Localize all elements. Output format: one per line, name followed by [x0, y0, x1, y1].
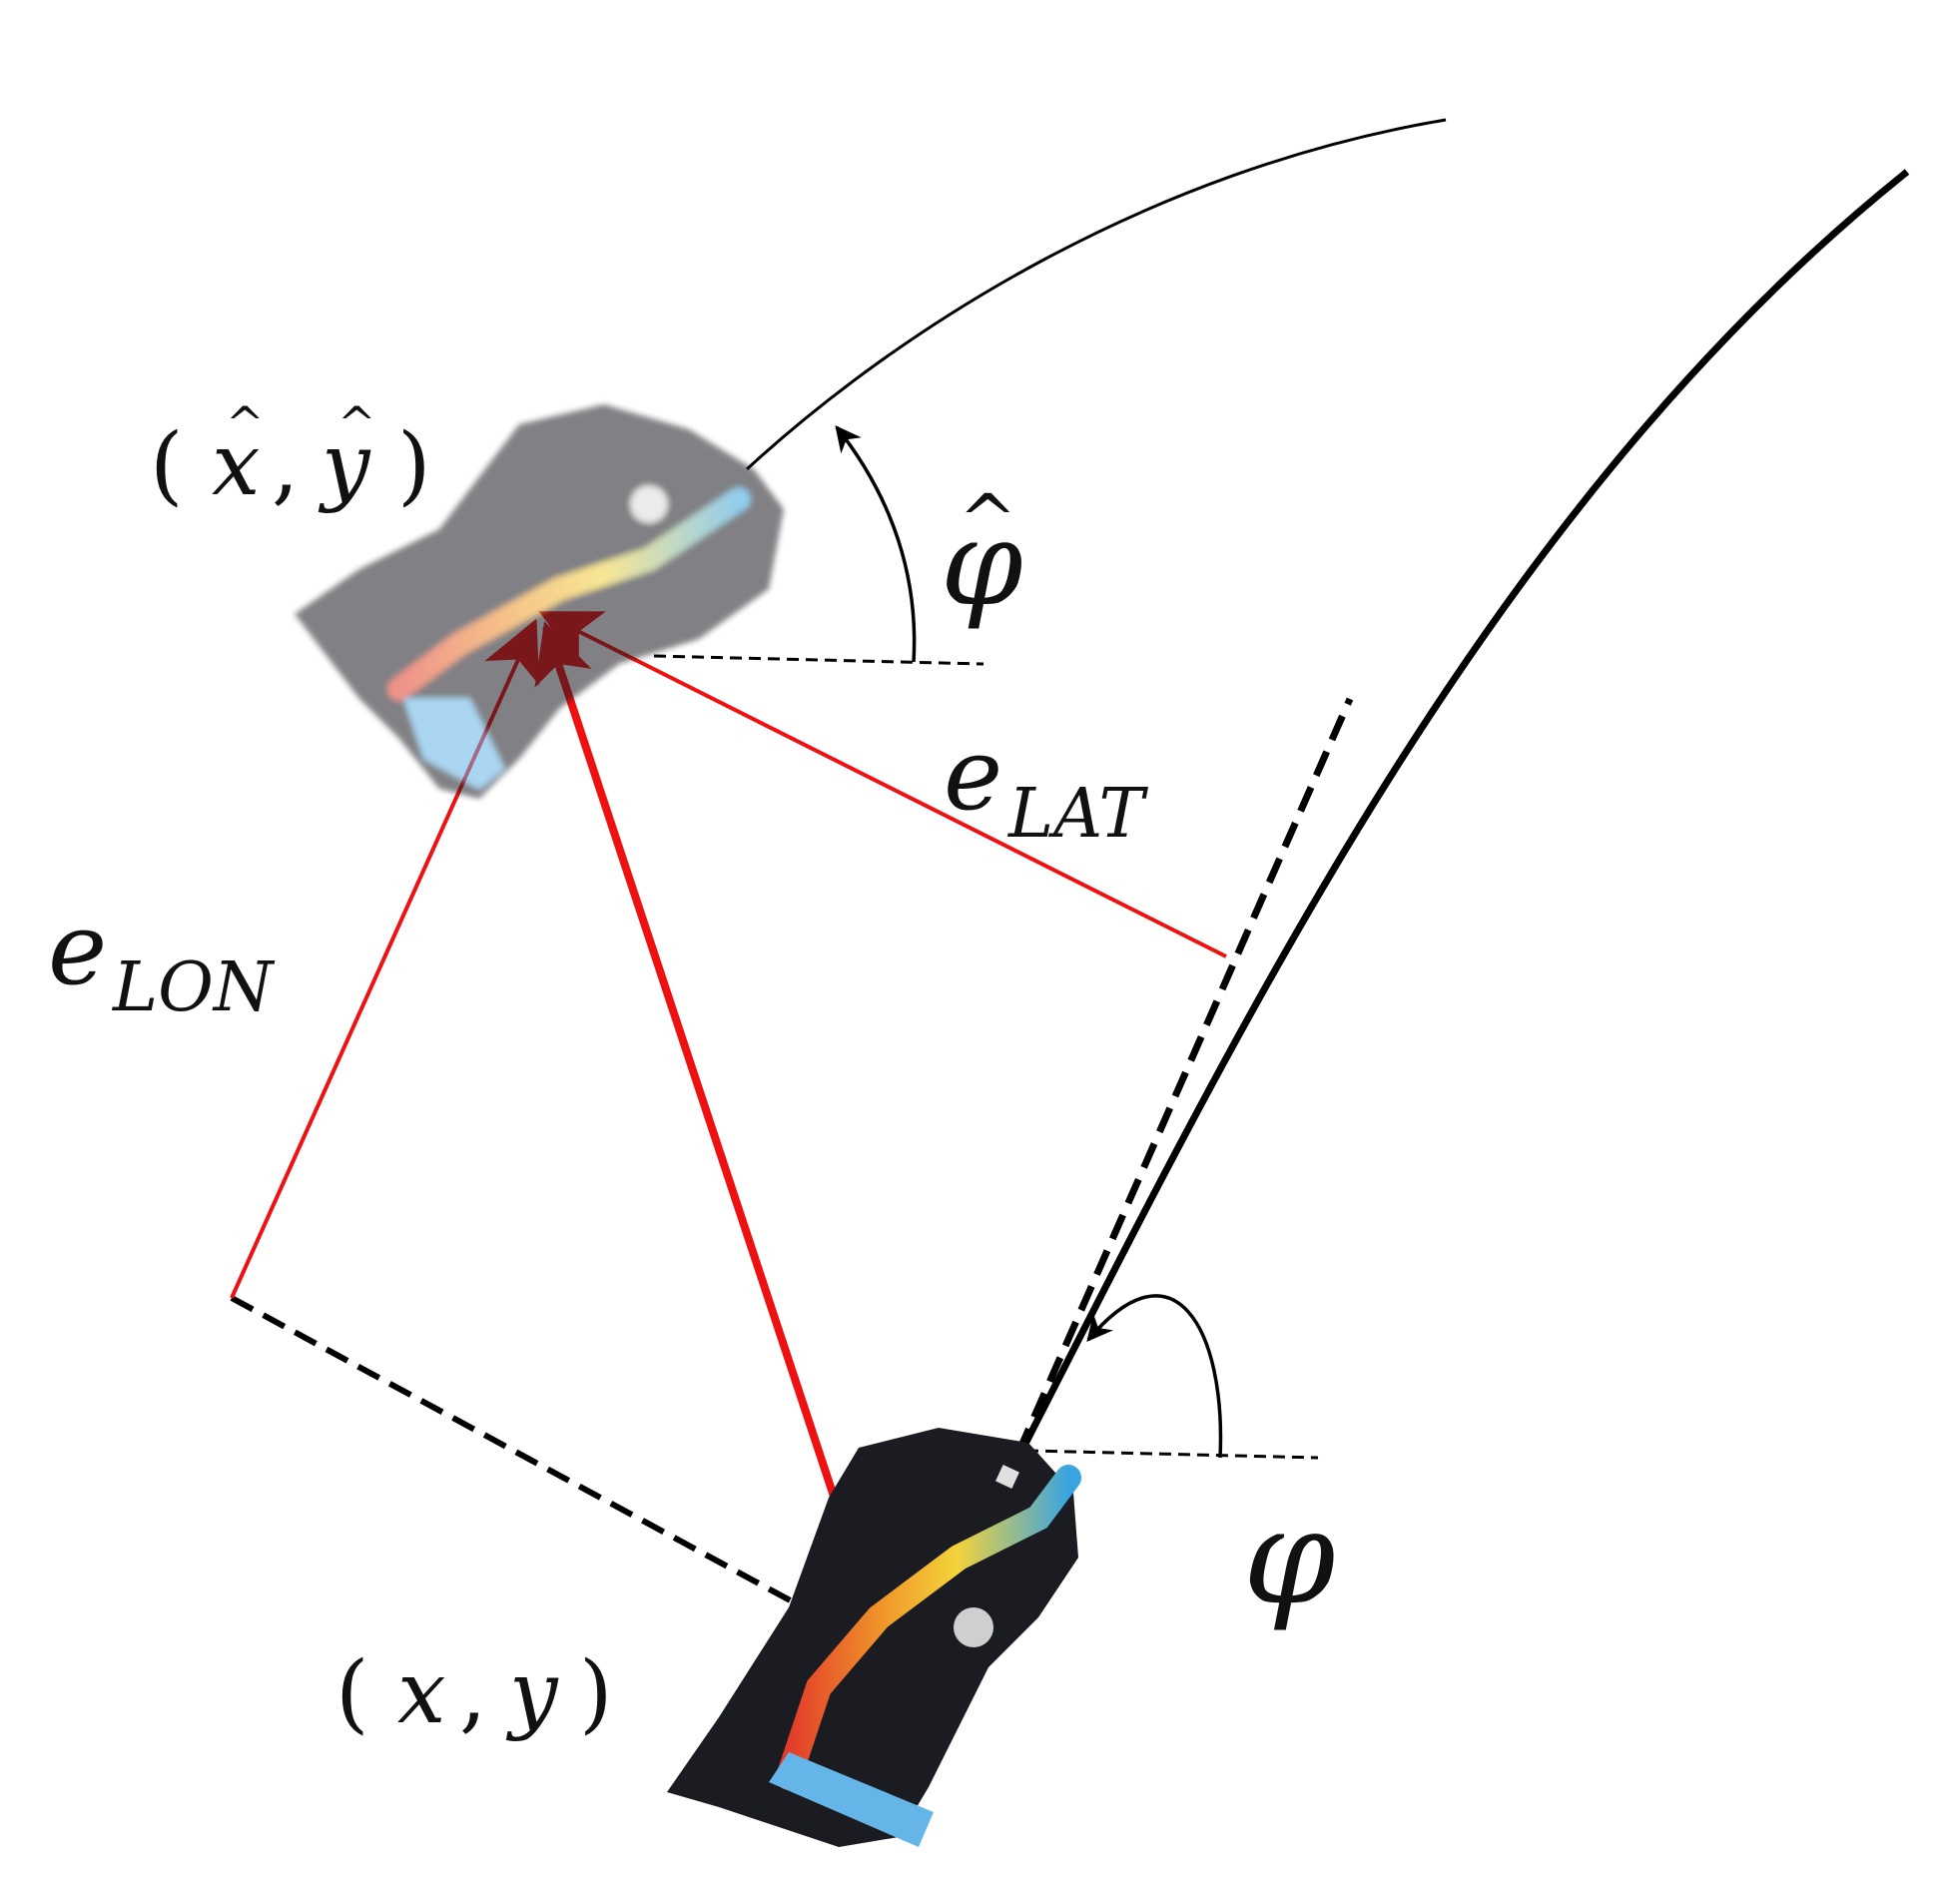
estimated-trajectory — [745, 118, 1447, 471]
svg-text:^: ^ — [226, 396, 265, 450]
svg-text:,: , — [272, 415, 299, 515]
svg-text:(: ( — [335, 1643, 369, 1743]
longitudinal-projection-dashed — [230, 1295, 809, 1612]
estimate-horizontal-reference — [653, 654, 984, 666]
actual-position-label: ( x , y ) — [335, 1643, 613, 1743]
svg-text:y: y — [318, 415, 371, 515]
phi-hat-angle-arc — [835, 424, 917, 663]
svg-text:e: e — [944, 716, 1002, 833]
estimated-position-label: ( x ^ , y ^ ) — [150, 396, 431, 515]
phi-label: φ — [1243, 1481, 1335, 1634]
position-error-vector — [534, 621, 893, 1664]
svg-text:LON: LON — [111, 948, 276, 1027]
svg-text:φ: φ — [1243, 1481, 1335, 1634]
rc-car-icon — [667, 1428, 1081, 1847]
svg-text:LAT: LAT — [1006, 775, 1149, 854]
e-lon-label: e LON — [48, 891, 276, 1027]
svg-text:(: ( — [150, 415, 184, 515]
svg-text:e: e — [48, 891, 107, 1007]
svg-text:): ) — [397, 415, 431, 515]
e-lat-label: e LAT — [944, 716, 1149, 854]
phi-hat-label: ^ φ — [941, 479, 1023, 632]
rc-car-faded-icon — [295, 404, 784, 799]
phi-angle-arc-visible — [1086, 1294, 1223, 1459]
svg-text:y: y — [505, 1643, 559, 1743]
svg-text:,: , — [459, 1643, 486, 1743]
actual-horizontal-reference — [987, 1448, 1319, 1460]
svg-text:x: x — [212, 415, 261, 515]
svg-text:): ) — [579, 1643, 613, 1743]
svg-text:^: ^ — [959, 479, 1017, 561]
lateral-error-segment — [538, 611, 1227, 958]
actual-trajectory — [1019, 169, 1910, 1450]
svg-text:^: ^ — [337, 396, 376, 450]
svg-text:x: x — [397, 1643, 446, 1743]
tangent-reference-line — [1014, 697, 1354, 1455]
svg-text:φ: φ — [941, 494, 1023, 632]
